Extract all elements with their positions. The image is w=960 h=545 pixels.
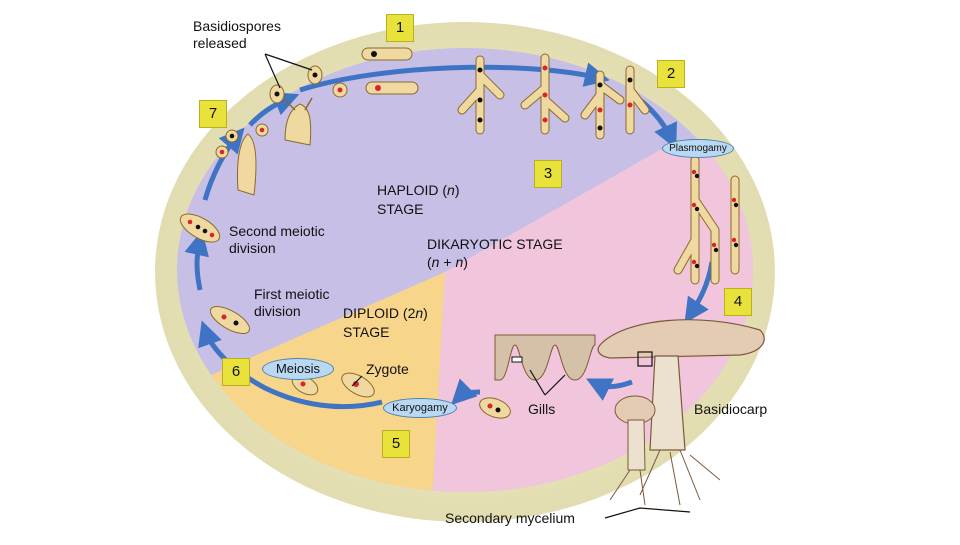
haploid-stage-word: STAGE — [377, 201, 424, 217]
dikaryotic-title: DIKARYOTIC STAGE — [427, 236, 563, 252]
cycle-arrow-to-karyogamy — [450, 378, 481, 406]
plasmogamy-pill: Plasmogamy — [662, 139, 734, 158]
dikaryotic-n1: n — [431, 254, 440, 270]
cycle-arrow-top — [299, 62, 610, 93]
dikaryotic-n2: n — [455, 254, 464, 270]
mycelium-leader-line — [604, 507, 691, 519]
basidiospores-released-label: Basidiospores released — [193, 18, 281, 51]
step-3-badge: 3 — [534, 160, 562, 188]
step-7-badge: 7 — [199, 100, 227, 128]
diploid-n: n — [415, 305, 424, 321]
cycle-arrow-left — [184, 230, 209, 291]
basidium-cells — [179, 213, 511, 419]
diploid-name: DIPLOID (2 — [343, 305, 416, 321]
dikaryotic-hyphae — [673, 155, 740, 285]
second-meiotic-division-label: Second meiotic division — [229, 223, 325, 256]
cycle-arrow-to-spores — [248, 91, 300, 127]
dikaryotic-plus: + — [439, 254, 456, 270]
dikaryotic-stage-label: DIKARYOTIC STAGE (n + n) — [427, 235, 563, 271]
basidiocarp-label: Basidiocarp — [694, 401, 768, 417]
first-meiotic-division-label: First meiotic division — [254, 286, 330, 319]
gills-leader-line — [529, 369, 566, 396]
gills-label: Gills — [528, 401, 556, 417]
secondary-mycelium-label: Secondary mycelium — [445, 510, 575, 526]
gills-illustration — [494, 334, 596, 381]
zygote-label: Zygote — [366, 361, 409, 377]
step-6-badge: 6 — [222, 358, 250, 386]
basidia-releasing-spores — [215, 65, 323, 196]
haploid-stage-name: HAPLOID ( — [377, 182, 448, 198]
haploid-stage-label: HAPLOID (n) STAGE — [377, 181, 459, 219]
step-4-badge: 4 — [724, 288, 752, 316]
haploid-close: ) — [454, 182, 460, 198]
diploid-stage-label: DIPLOID (2n) STAGE — [343, 304, 428, 342]
spore-leader-line — [264, 53, 313, 89]
dikaryotic-open: ( — [427, 254, 432, 270]
basidiocarp-mushroom — [597, 319, 765, 506]
haploid-hyphae — [457, 53, 650, 140]
zygote-leader-line — [351, 375, 363, 387]
dikaryotic-close: ) — [463, 254, 468, 270]
diploid-stage-word: STAGE — [343, 324, 390, 340]
germinating-spores — [332, 47, 419, 98]
step-1-badge: 1 — [386, 14, 414, 42]
cycle-arrow-to-gills — [586, 378, 633, 401]
karyogamy-pill: Karyogamy — [383, 398, 457, 418]
meiosis-pill: Meiosis — [262, 358, 334, 380]
step-2-badge: 2 — [657, 60, 685, 88]
diploid-close: ) — [423, 305, 428, 321]
step-5-badge: 5 — [382, 430, 410, 458]
haploid-n: n — [447, 182, 455, 198]
cycle-arrow-bottom — [198, 320, 383, 410]
